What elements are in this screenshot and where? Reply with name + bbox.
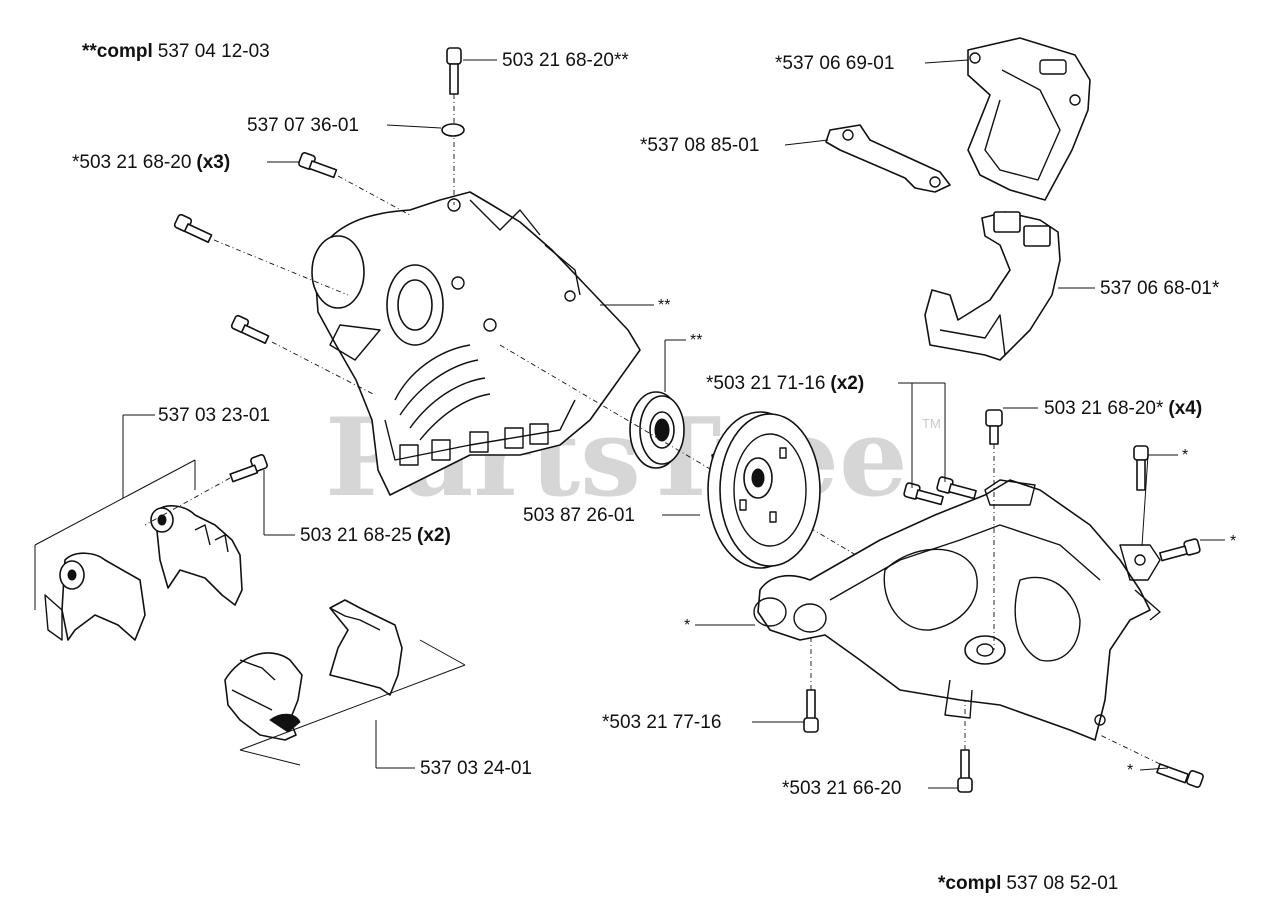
screw-bottom-right-drawing: [1099, 734, 1204, 788]
part-label-screw-x2-b[interactable]: 503 21 68-25(x2): [300, 525, 451, 546]
screw-bottom-a-drawing: [803, 635, 819, 733]
part-label-screw-top[interactable]: 503 21 68-20**: [502, 50, 629, 71]
part-label-housing-top[interactable]: *537 06 69-01: [775, 53, 894, 74]
watermark-trademark: TM: [922, 416, 941, 431]
screw-x2-b-drawing: [144, 454, 268, 526]
screw-top-drawing: [446, 47, 462, 205]
part-label-gasket[interactable]: *537 08 85-01: [640, 135, 759, 156]
gasket-drawing: [825, 124, 951, 193]
bracket-left-drawing: [34, 459, 243, 641]
part-marker-bearing: **: [690, 332, 702, 349]
bracket-clamp-drawing: [224, 599, 466, 766]
oring-drawing: [441, 123, 465, 137]
part-label-screw-x4[interactable]: 503 21 68-20*(x4): [1044, 398, 1202, 419]
part-marker-left: *: [684, 617, 690, 634]
housing-top-drawing: [967, 37, 1091, 201]
screw-x3-drawing: [173, 152, 411, 396]
screw-x4-drawing: [985, 409, 1201, 650]
crankcase-drawing: [753, 479, 1161, 741]
part-label-flywheel[interactable]: 503 87 26-01: [523, 505, 635, 526]
crankcase-half-drawing: [311, 191, 641, 496]
screw-x2-a-drawing: [903, 476, 977, 506]
part-label-bracket-left[interactable]: 537 03 23-01: [158, 405, 270, 426]
part-marker-right-b: *: [1230, 533, 1236, 550]
screw-bottom-b-drawing: [957, 700, 973, 793]
part-label-screw-bottom-a[interactable]: *503 21 77-16: [602, 712, 721, 733]
part-label-intake-guide[interactable]: 537 06 68-01*: [1100, 278, 1220, 299]
part-label-bracket-clamp[interactable]: 537 03 24-01: [420, 758, 532, 779]
intake-guide-drawing: [924, 211, 1061, 361]
part-marker-right-a: *: [1182, 447, 1188, 464]
part-label-screw-bottom-b[interactable]: *503 21 66-20: [782, 778, 901, 799]
part-marker-bottom: *: [1127, 762, 1133, 779]
part-marker-crankcase-half: **: [658, 297, 670, 314]
part-label-screw-x2-a[interactable]: *503 21 71-16(x2): [706, 373, 864, 394]
flywheel-drawing: [707, 411, 821, 569]
part-label-screw-x3[interactable]: *503 21 68-20(x3): [72, 152, 230, 173]
part-label-oring[interactable]: 537 07 36-01: [247, 115, 359, 136]
